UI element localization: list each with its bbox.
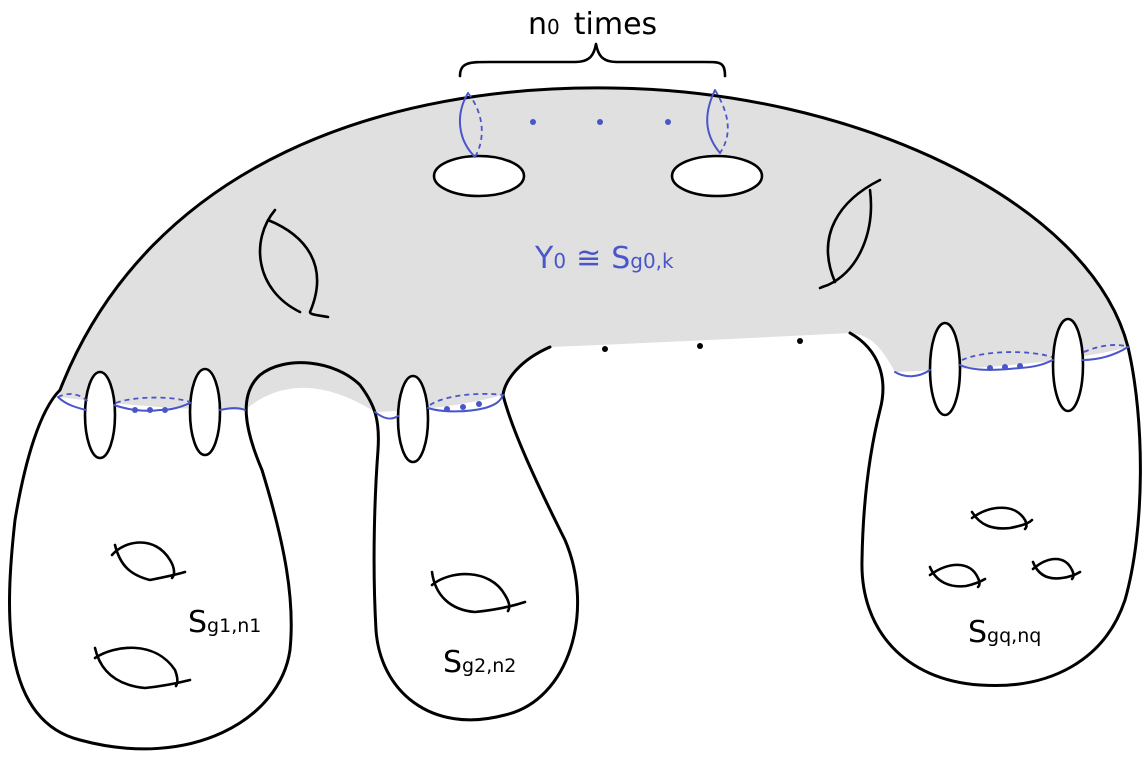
legq-curve-b-dash	[961, 351, 1053, 361]
legq-curve-c	[1081, 346, 1129, 361]
top-dot-1	[530, 119, 536, 125]
leg1-label: Sg1,n1	[188, 605, 261, 640]
leg1-dot-3	[162, 407, 168, 413]
top-dot-2	[597, 119, 603, 125]
legq-handle-2	[928, 563, 987, 589]
legq-handle-1	[970, 506, 1034, 531]
legq-curve-a	[894, 369, 931, 378]
top-curve-left-dashed	[467, 92, 483, 158]
leg1-dot-2	[147, 407, 153, 413]
leg2-handle	[430, 570, 527, 614]
core-handle-right	[818, 178, 882, 290]
leg2-curve-b	[427, 394, 504, 413]
legq-handle-3	[1031, 557, 1082, 581]
top-curve-right-dashed	[714, 89, 729, 154]
top-curve-left-solid	[458, 92, 476, 158]
top-dot-3	[665, 119, 671, 125]
leg2-dot-3	[476, 401, 482, 407]
leg2-cuff	[396, 374, 430, 464]
legq-curve-c-dash	[1083, 344, 1129, 353]
leg2-curve-b-dash	[429, 392, 504, 406]
legq-dot-3	[1017, 363, 1023, 369]
boundary-hole-right	[670, 154, 764, 198]
leg2-curve-a	[374, 411, 399, 420]
gap-dot-2	[697, 343, 703, 349]
legq-dot-1	[987, 365, 993, 371]
leg2-dot-2	[460, 404, 466, 410]
leg1-cuff-1	[83, 370, 117, 460]
leg1-curve-a-dash	[57, 393, 89, 403]
legq-label: Sgq,nq	[968, 615, 1041, 650]
core-region-y0	[58, 87, 1128, 412]
leg1-dot-1	[132, 407, 138, 413]
leg1-curve-b	[113, 402, 191, 412]
leg2-label: Sg2,n2	[443, 645, 516, 680]
outer-boundary	[8, 86, 1142, 751]
top-curve-right-solid	[706, 89, 721, 154]
leg1-cuff-2	[188, 367, 222, 457]
legq-dot-2	[1002, 364, 1008, 370]
leg1-curve-c	[219, 407, 246, 411]
leg1-handle-1	[110, 541, 187, 582]
leg1-curve-a	[57, 396, 87, 411]
legq-cuff-2	[1051, 317, 1085, 413]
legq-cuff-1	[928, 321, 962, 417]
leg2-dot-1	[444, 406, 450, 412]
core-handle-left	[258, 208, 330, 319]
leg1-handle-2	[93, 646, 192, 690]
core-label: Y0≅Sg0,k	[534, 241, 674, 276]
top-brace	[458, 42, 727, 78]
gap-dot-1	[602, 346, 608, 352]
boundary-hole-left	[432, 154, 526, 198]
gap-dot-3	[797, 338, 803, 344]
